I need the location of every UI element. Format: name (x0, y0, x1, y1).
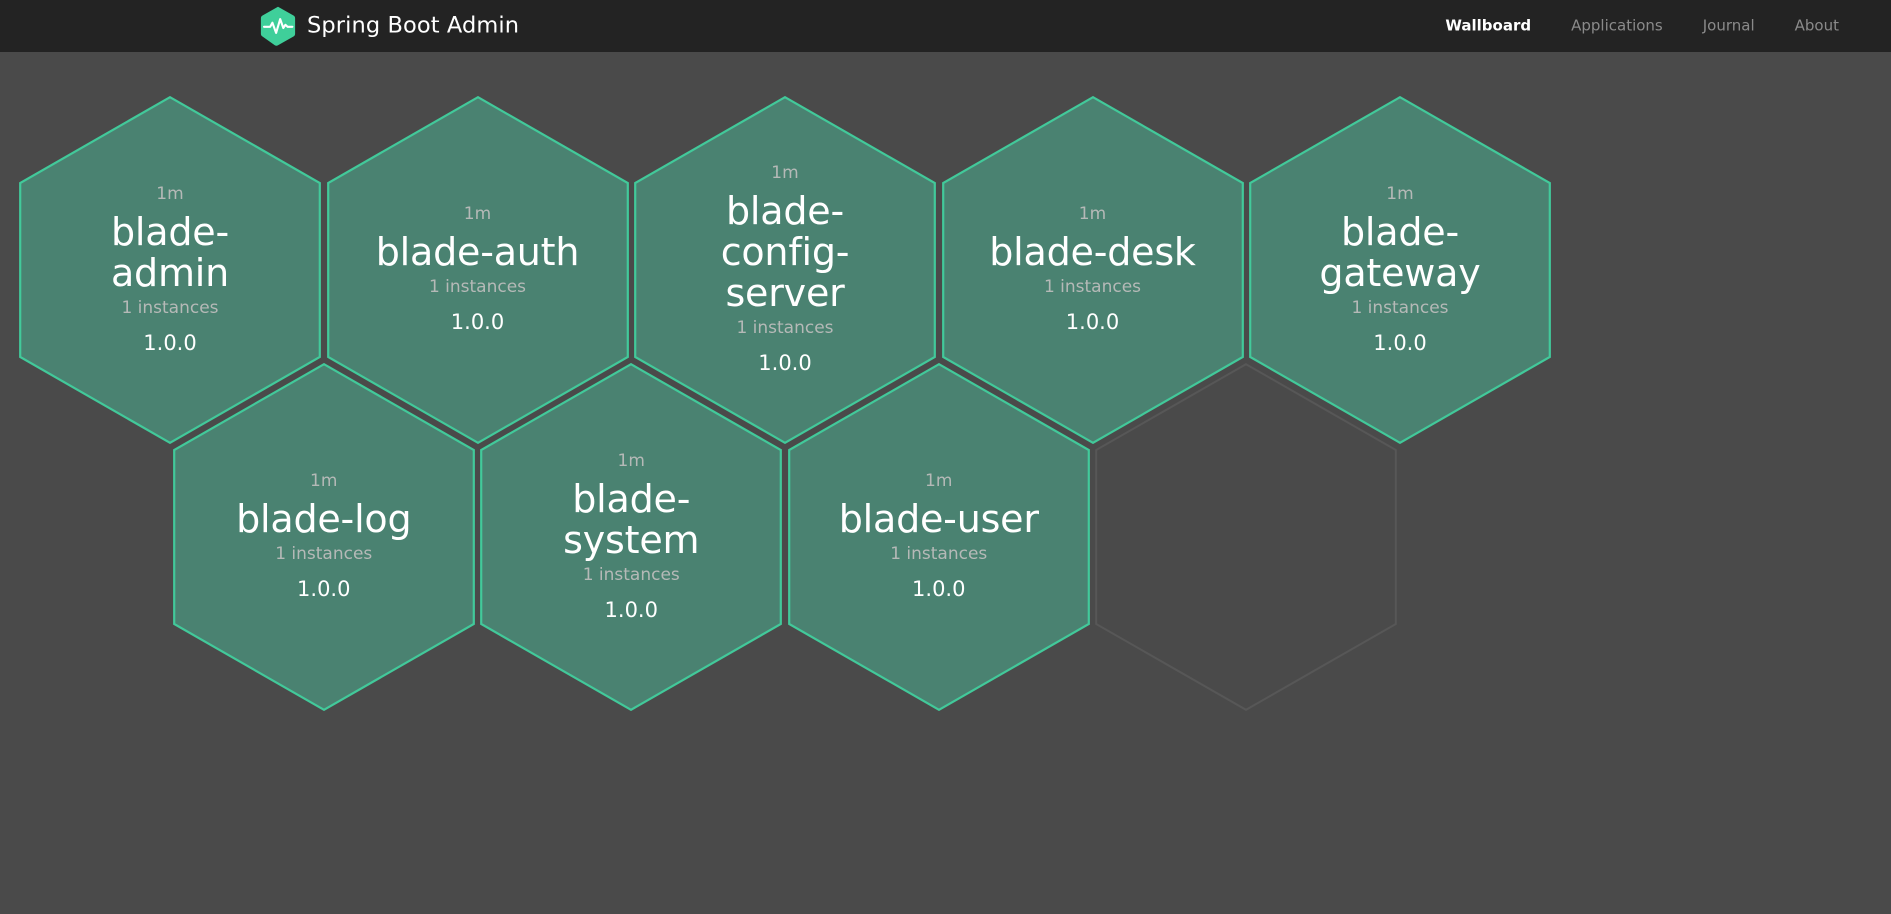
brand-title: Spring Boot Admin (307, 12, 520, 39)
nav-link-applications[interactable]: Applications (1571, 16, 1663, 35)
heartbeat-hexagon-icon (259, 6, 297, 47)
brand[interactable]: Spring Boot Admin (259, 6, 519, 47)
nav-link-journal[interactable]: Journal (1702, 16, 1755, 35)
nav-link-wallboard[interactable]: Wallboard (1445, 16, 1532, 35)
top-navbar: Spring Boot Admin Wallboard Applications… (0, 0, 1891, 52)
empty-hexagon-slot (1095, 363, 1398, 711)
main-nav: Wallboard Applications Journal About (1425, 16, 1859, 35)
nav-link-about[interactable]: About (1794, 16, 1839, 35)
